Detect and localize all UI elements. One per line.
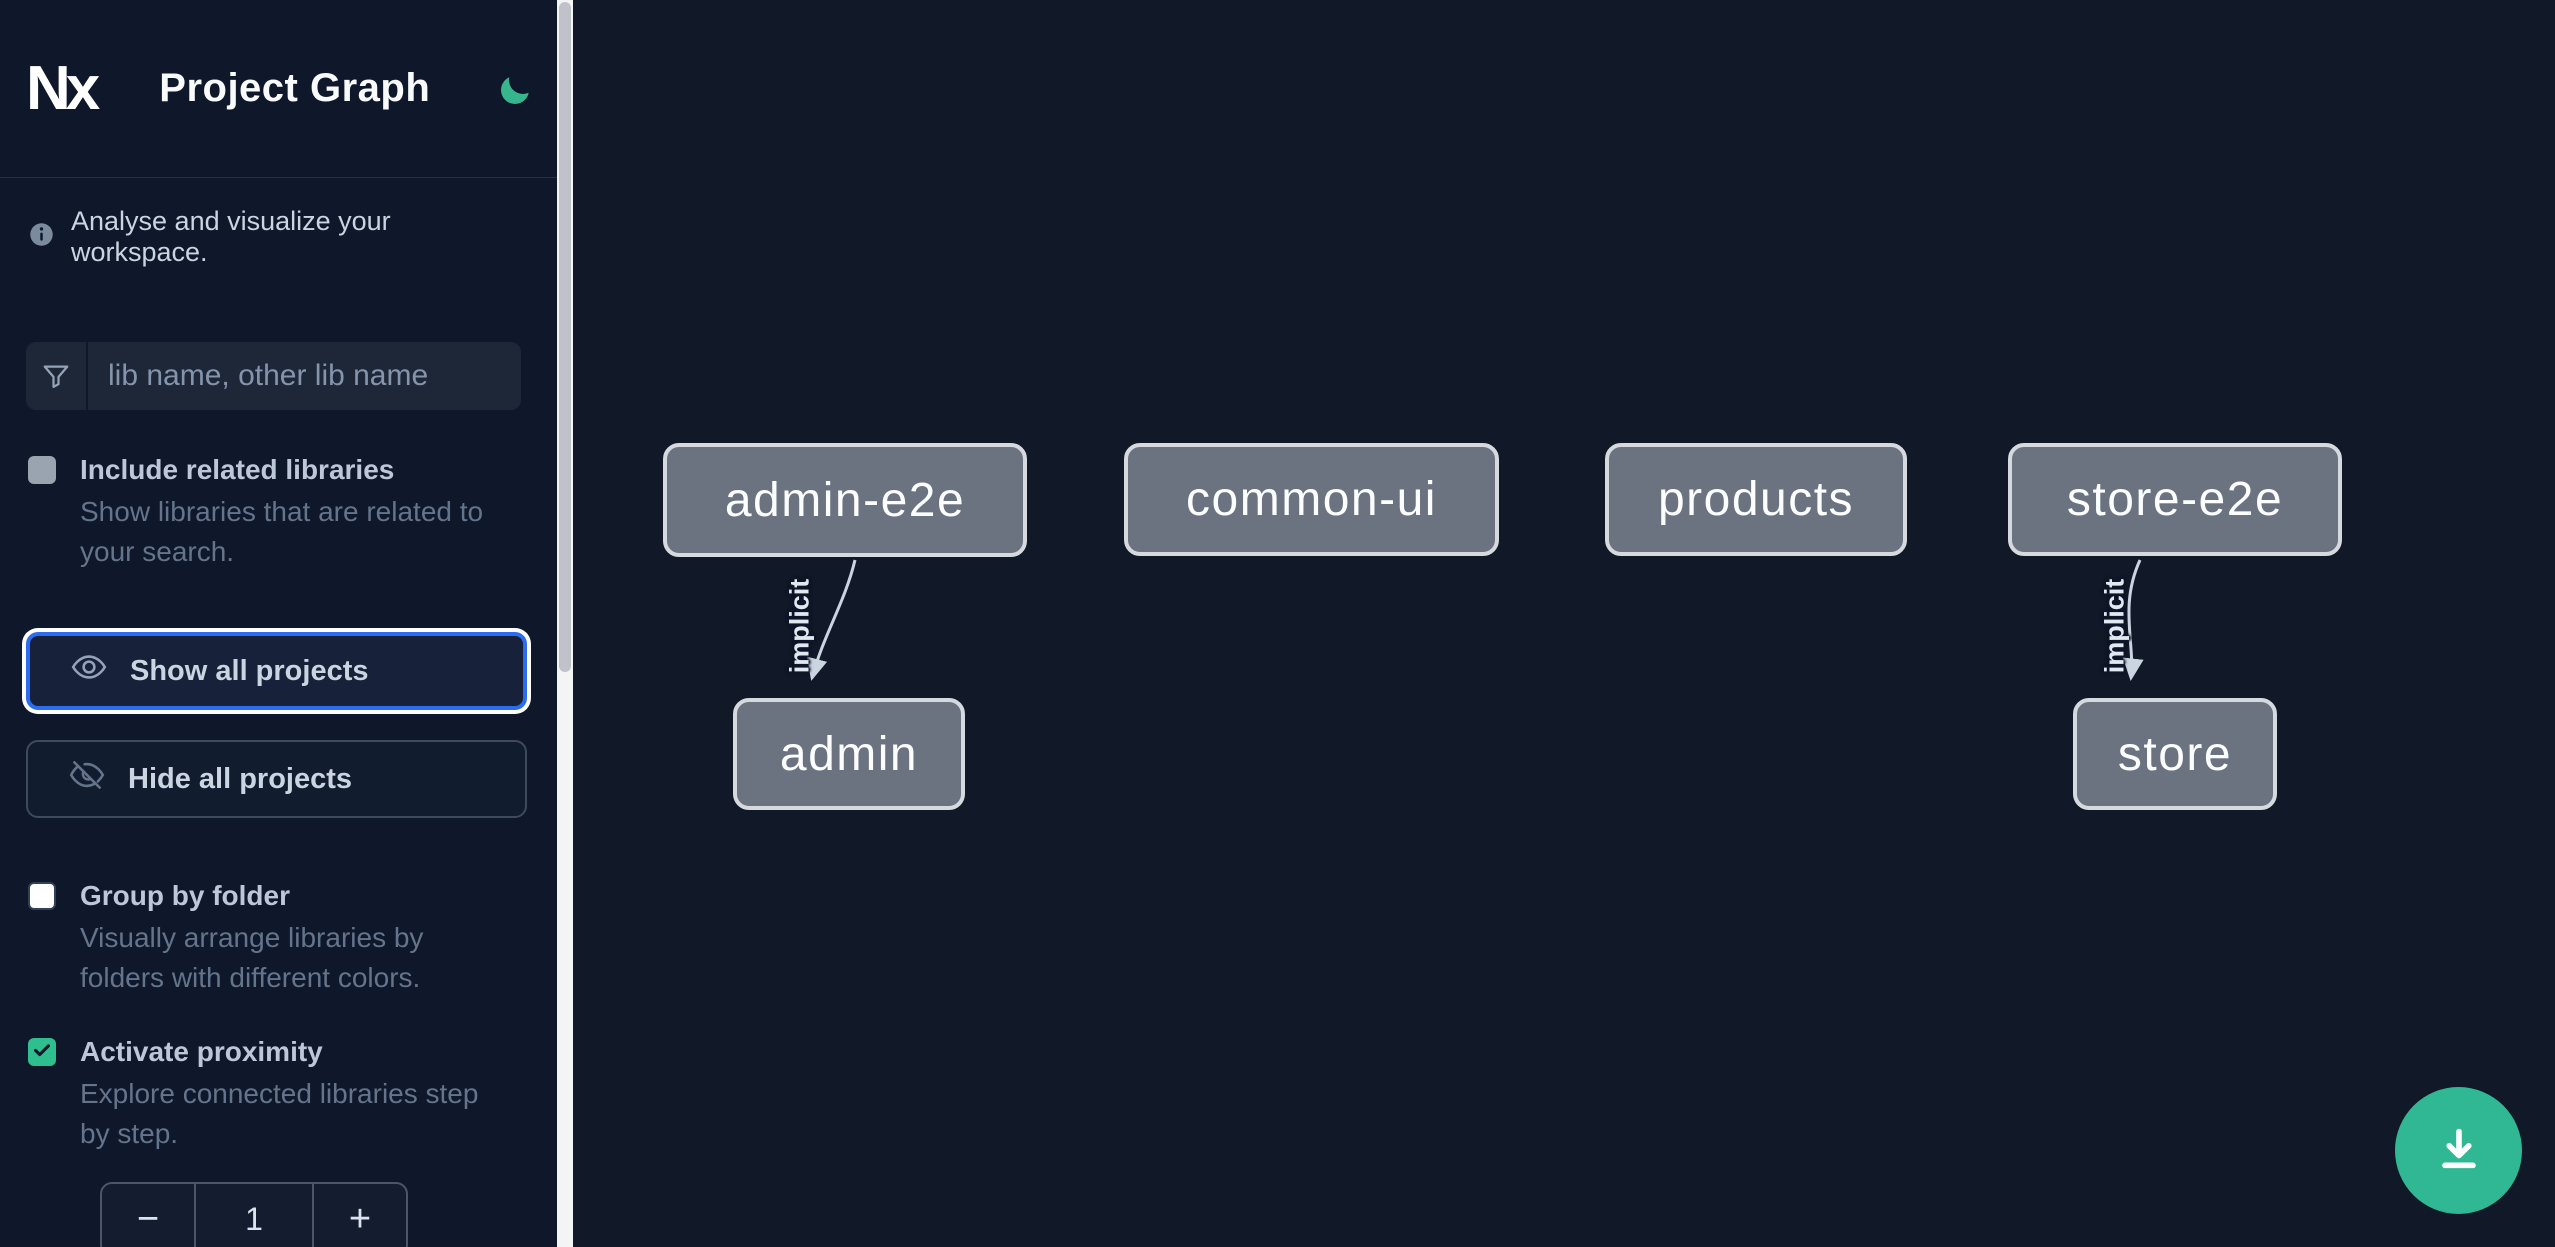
edge-label-implicit: implicit	[784, 578, 815, 674]
node-admin[interactable]: admin	[733, 698, 965, 810]
checkmark-icon	[31, 1039, 53, 1066]
node-products[interactable]: products	[1605, 443, 1907, 556]
moon-icon	[499, 75, 533, 110]
node-store[interactable]: store	[2073, 698, 2277, 810]
proximity-decrement-button[interactable]: −	[102, 1184, 194, 1247]
hide-all-projects-button[interactable]: Hide all projects	[26, 740, 527, 818]
edge-store-e2e-to-store	[2122, 559, 2144, 681]
download-icon	[2431, 1121, 2487, 1180]
search-input[interactable]	[88, 342, 521, 410]
eye-icon	[70, 648, 108, 694]
toggle-group-by-folder[interactable]: Group by folder Visually arrange librari…	[28, 878, 531, 998]
graph-canvas[interactable]: admin-e2e common-ui products store-e2e a…	[573, 0, 2555, 1247]
sidebar-scrollbar-thumb[interactable]	[559, 2, 571, 672]
proximity-stepper: − 1 +	[100, 1182, 408, 1247]
funnel-icon	[26, 342, 88, 410]
checkbox-activate-proximity[interactable]	[28, 1038, 56, 1066]
download-graph-button[interactable]	[2395, 1087, 2522, 1214]
show-all-projects-button[interactable]: Show all projects	[26, 632, 527, 710]
checkbox-group-by-folder[interactable]	[28, 882, 56, 910]
sidebar-header: Nx Project Graph	[0, 0, 557, 178]
nx-logo: Nx	[26, 53, 100, 123]
toggle-include-related[interactable]: Include related libraries Show libraries…	[28, 452, 531, 572]
node-common-ui[interactable]: common-ui	[1124, 443, 1499, 556]
node-admin-e2e[interactable]: admin-e2e	[663, 443, 1027, 557]
checkbox-include-related[interactable]	[28, 456, 56, 484]
edge-admin-e2e-to-admin	[806, 559, 857, 681]
edges-layer	[806, 559, 2144, 681]
toggle-label: Include related libraries	[80, 454, 395, 485]
toggle-label: Activate proximity	[80, 1036, 323, 1067]
proximity-value: 1	[194, 1184, 314, 1247]
workspace-info-row: Analyse and visualize your workspace.	[28, 206, 531, 268]
toggle-label: Group by folder	[80, 880, 290, 911]
sidebar: Nx Project Graph	[0, 0, 557, 1247]
toggle-description: Visually arrange libraries by folders wi…	[80, 922, 424, 993]
search-box	[26, 342, 521, 410]
workspace-info-text: Analyse and visualize your workspace.	[71, 206, 391, 267]
theme-toggle-button[interactable]	[499, 71, 533, 107]
toggle-description: Show libraries that are related to your …	[80, 496, 484, 567]
node-store-e2e[interactable]: store-e2e	[2008, 443, 2342, 556]
toggle-activate-proximity[interactable]: Activate proximity Explore connected lib…	[28, 1034, 531, 1154]
edge-label-implicit: implicit	[2099, 578, 2130, 674]
page-title: Project Graph	[159, 66, 431, 110]
info-icon	[28, 221, 55, 253]
proximity-increment-button[interactable]: +	[314, 1184, 406, 1247]
eye-off-icon	[68, 756, 106, 802]
sidebar-scrollbar-track[interactable]	[557, 0, 573, 1247]
hide-all-projects-label: Hide all projects	[128, 762, 353, 795]
toggle-description: Explore connected libraries step by step…	[80, 1078, 479, 1149]
show-all-projects-label: Show all projects	[130, 654, 369, 687]
